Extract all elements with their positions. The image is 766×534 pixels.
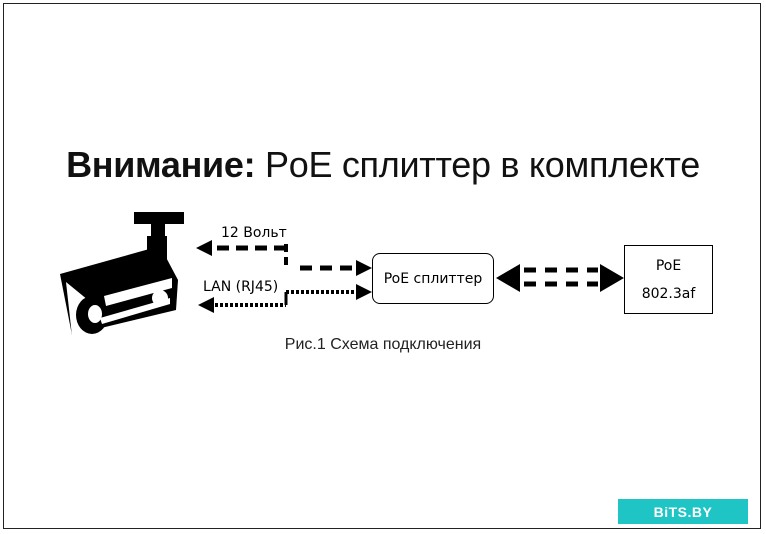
poe-arrow-right: [600, 264, 624, 292]
poe-source-line1: PoE: [655, 257, 682, 274]
lan-arrow-to-camera: [198, 297, 214, 313]
poe-arrow-left: [496, 264, 520, 292]
power-arrow-to-splitter: [356, 260, 372, 276]
lan-label: LAN (RJ45): [203, 279, 279, 295]
figure-caption: Рис.1 Схема подключения: [284, 336, 482, 353]
title-text: PoE сплиттер в комплекте: [255, 144, 700, 185]
figure-frame: [3, 3, 761, 529]
lan-arrow-to-splitter: [356, 284, 372, 300]
cctv-camera-icon: [60, 212, 184, 336]
power-label: 12 Вольт: [221, 225, 287, 241]
poe-source-box: PoE 802.3af: [624, 245, 713, 314]
power-arrow-to-camera: [196, 240, 212, 256]
poe-splitter-label: PoE сплиттер: [383, 270, 483, 287]
power-line: [196, 240, 372, 276]
title-warning: Внимание:: [66, 144, 256, 185]
lan-line: [198, 284, 372, 313]
poe-link: [496, 264, 624, 292]
poe-splitter-box: PoE сплиттер: [372, 253, 494, 304]
poe-source-line2: 802.3af: [641, 285, 696, 302]
figure-title: Внимание: PoE сплиттер в комплекте: [0, 144, 766, 186]
watermark-logo: BiTS.BY: [618, 499, 748, 524]
